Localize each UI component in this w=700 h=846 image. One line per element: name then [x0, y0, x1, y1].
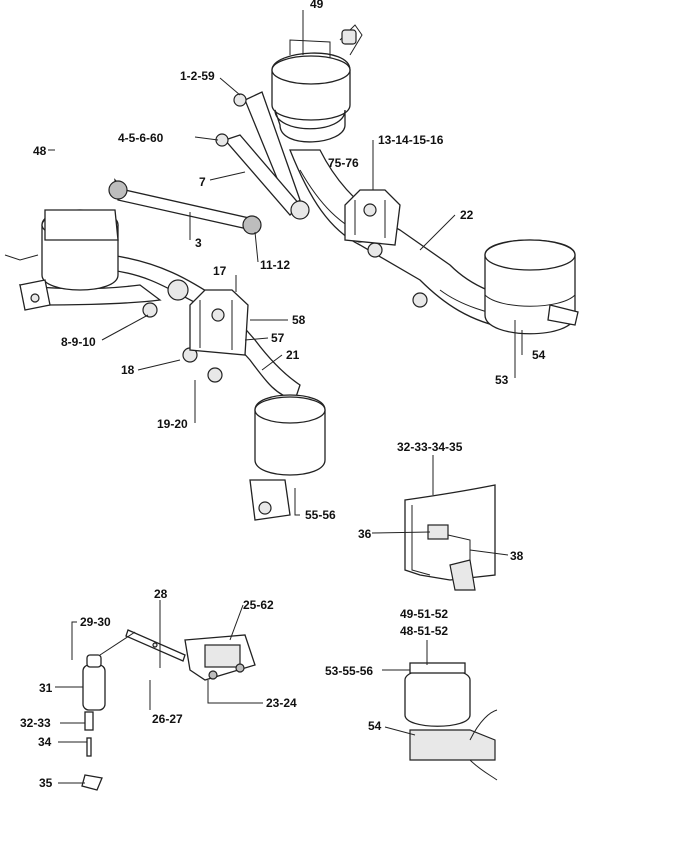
rear-air-spring-top: [271, 24, 363, 143]
callout-57: 57: [271, 331, 285, 345]
callout-35: 35: [39, 776, 53, 790]
callout-21: 21: [286, 348, 300, 362]
callout-53-rear: 53: [495, 373, 509, 387]
front-axle-clamp: [189, 289, 249, 356]
callout-32-33-34-35: 32-33-34-35: [397, 440, 463, 454]
callout-18: 18: [121, 363, 135, 377]
callout-58: 58: [292, 313, 306, 327]
callout-26-27: 26-27: [152, 712, 183, 726]
callout-38: 38: [510, 549, 524, 563]
callout-1-2-59: 1-2-59: [180, 69, 215, 83]
leader-lines: [48, 10, 523, 784]
callout-75-76: 75-76: [328, 156, 359, 170]
callout-7: 7: [199, 175, 206, 189]
callout-8-9-10: 8-9-10: [61, 335, 96, 349]
front-air-spring-left: [4, 209, 119, 311]
callout-19-20: 19-20: [157, 417, 188, 431]
callout-48: 48: [33, 144, 47, 158]
callout-54-rear: 54: [532, 348, 546, 362]
rear-torque-rods: [215, 91, 310, 220]
callout-4-5-6-60: 4-5-6-60: [118, 131, 164, 145]
rear-axle-clamp: [344, 189, 401, 246]
front-torque-rod: [108, 178, 262, 301]
front-axle-beam: [18, 254, 301, 401]
callout-31: 31: [39, 681, 53, 695]
rear-air-spring-right: [484, 239, 579, 335]
callout-53-55-56: 53-55-56: [325, 664, 374, 678]
air-spring-detail: [404, 662, 498, 781]
callout-48-51-52: 48-51-52: [400, 624, 449, 638]
callout-17: 17: [213, 264, 227, 278]
callout-49: 49: [310, 0, 324, 11]
valve-bracket-detail: [99, 629, 186, 662]
callout-13-14-15-16: 13-14-15-16: [378, 133, 444, 147]
callout-11-12: 11-12: [260, 258, 291, 272]
callout-55-56: 55-56: [305, 508, 336, 522]
callout-28: 28: [154, 587, 168, 601]
callout-23-24: 23-24: [266, 696, 297, 710]
sensor-bracket-detail: [404, 484, 496, 591]
callout-34: 34: [38, 735, 52, 749]
callout-32-33: 32-33: [20, 716, 51, 730]
callout-49-51-52: 49-51-52: [400, 607, 449, 621]
front-air-spring-right: [249, 394, 326, 521]
callout-25-62: 25-62: [243, 598, 274, 612]
callout-3: 3: [195, 236, 202, 250]
callout-54-detail: 54: [368, 719, 382, 733]
shock-absorber-detail: [81, 654, 106, 791]
callout-22: 22: [460, 208, 474, 222]
leveling-valve-detail: [184, 634, 256, 681]
callout-36: 36: [358, 527, 372, 541]
callout-29-30: 29-30: [80, 615, 111, 629]
